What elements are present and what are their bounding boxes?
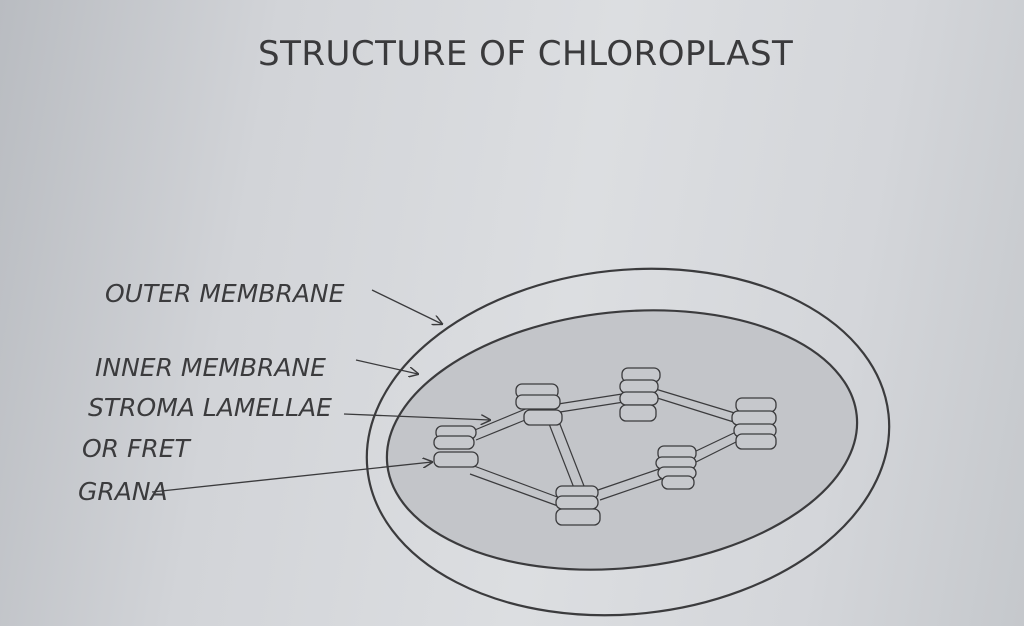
granum-top-middle (619, 367, 661, 422)
leader-outer-membrane (371, 289, 442, 324)
inner-membrane (385, 309, 859, 571)
leader-stroma-lamellae (343, 413, 490, 420)
leader-lines (151, 289, 490, 493)
diagram-title: STRUCTURE OF CHLOROPLAST (258, 34, 794, 74)
label-inner-membrane: INNER MEMBRANE (95, 353, 326, 382)
granum-lower-right (655, 445, 697, 490)
leader-grana (151, 462, 432, 493)
granum-left (433, 425, 479, 468)
stroma-lamellae (469, 387, 741, 507)
leader-inner-membrane (355, 359, 418, 374)
label-outer-membrane: OUTER MEMBRANE (105, 279, 345, 308)
granum-right (731, 397, 777, 450)
label-or-fret: OR FRET (82, 434, 190, 463)
granum-top-left (515, 383, 563, 426)
label-stroma-lamellae: STROMA LAMELLAE (88, 393, 332, 422)
granum-bottom (555, 485, 601, 526)
